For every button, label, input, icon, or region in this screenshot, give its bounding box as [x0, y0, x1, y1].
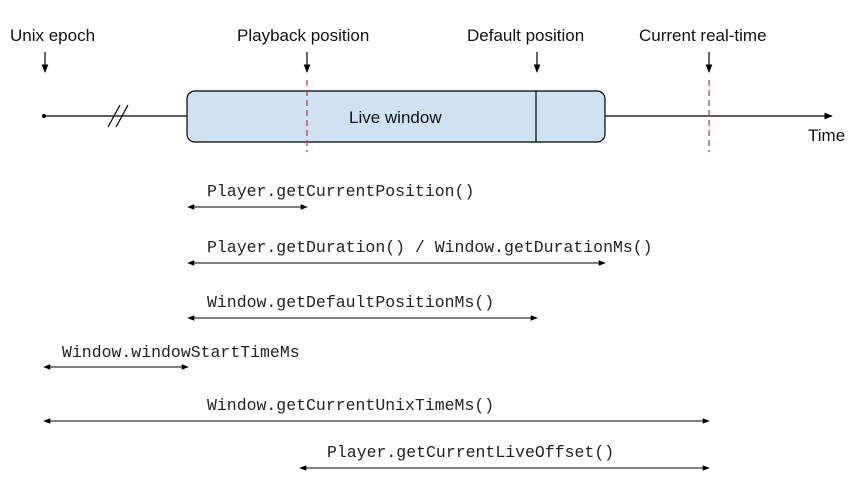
playback-position-label: Playback position	[237, 26, 369, 45]
window-start-time-api: Window.windowStartTimeMs	[62, 343, 300, 362]
axis-break-mark-2	[115, 104, 129, 128]
current-position-api: Player.getCurrentPosition()	[207, 182, 474, 201]
default-position-ms-api: Window.getDefaultPositionMs()	[207, 293, 494, 312]
duration-api: Player.getDuration() / Window.getDuratio…	[207, 238, 653, 257]
live-window-label: Live window	[349, 108, 442, 127]
live-window-box	[186, 90, 606, 143]
unix-epoch-label: Unix epoch	[10, 26, 95, 45]
current-realtime-label: Current real-time	[639, 26, 767, 45]
time-axis-label: Time	[808, 126, 845, 145]
current-live-offset-api: Player.getCurrentLiveOffset()	[327, 443, 614, 462]
current-unix-time-api: Window.getCurrentUnixTimeMs()	[207, 396, 494, 415]
axis-break-mark-1	[107, 104, 121, 128]
default-position-label: Default position	[467, 26, 584, 45]
